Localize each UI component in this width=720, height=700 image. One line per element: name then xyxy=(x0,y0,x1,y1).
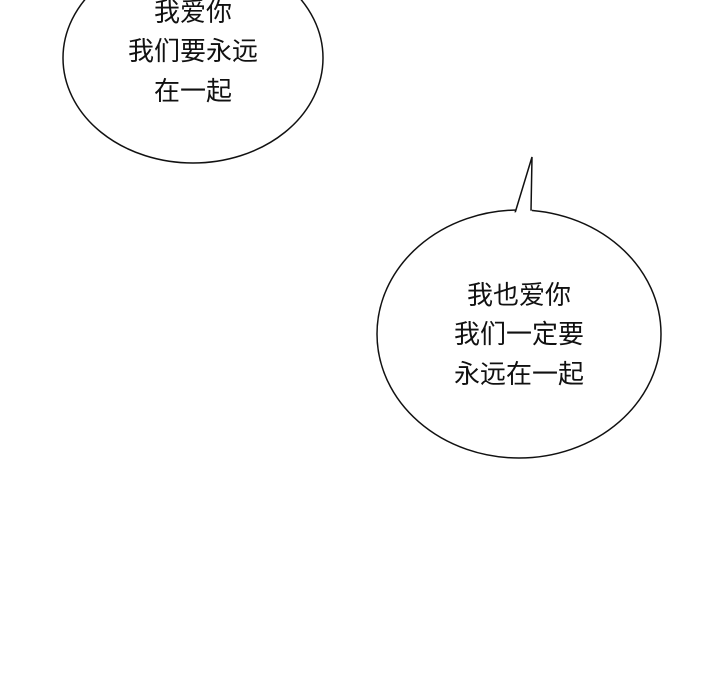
bubble-outline xyxy=(62,0,324,164)
speech-bubble-1: 我爱你 我们要永远 在一起 xyxy=(62,0,324,164)
bubble-text-line: 永远在一起 xyxy=(454,360,584,390)
bubble-text-line: 在一起 xyxy=(154,77,232,107)
bubble-text-line: 我也爱你 xyxy=(467,281,571,311)
bubble-text-line: 我爱你 xyxy=(154,0,232,28)
bubble-text-line: 我们要永远 xyxy=(128,37,258,67)
speech-bubble-2: 我也爱你 我们一定要 永远在一起 xyxy=(376,156,662,459)
bubble-tail xyxy=(514,156,533,214)
bubble-text-line: 我们一定要 xyxy=(454,320,584,350)
